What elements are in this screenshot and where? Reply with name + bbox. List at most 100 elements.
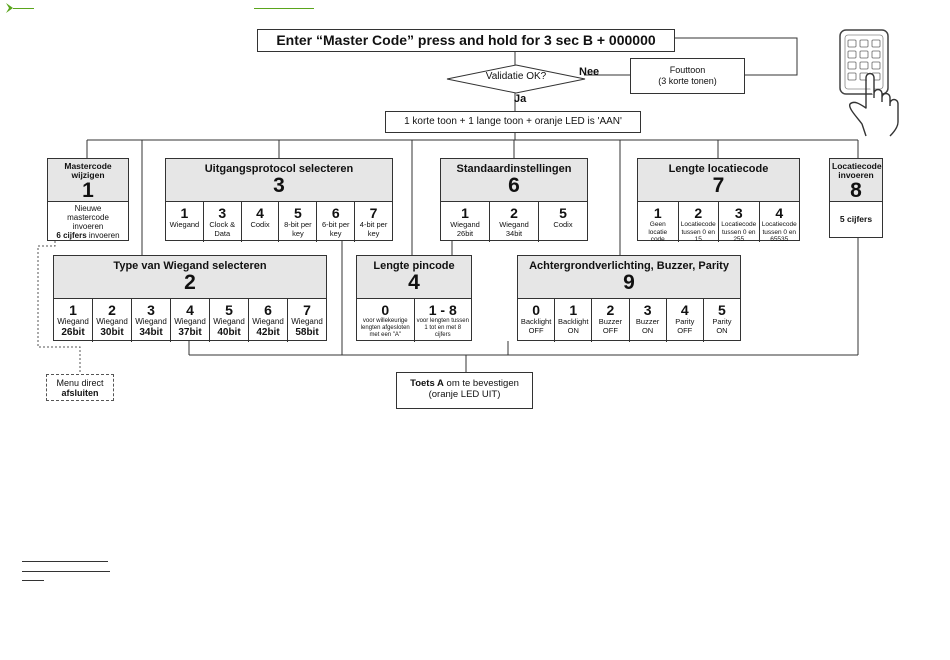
menu-1-body-line2: mastercode	[67, 213, 109, 222]
decision-no-label: Nee	[579, 66, 600, 78]
menu-9-title: Achtergrondverlichting, Buzzer, Parity	[529, 260, 729, 272]
option-number: 2	[108, 302, 116, 318]
menu-2-title: Type van Wiegand selecteren	[113, 260, 267, 272]
option-number: 1	[180, 205, 189, 221]
menu-1-body-rest: invoeren	[86, 231, 120, 240]
option-number: 3	[147, 302, 155, 318]
option-number: 5	[225, 302, 233, 318]
option-bits: 37bit	[178, 326, 202, 338]
option-bits: 34bit	[139, 326, 163, 338]
menu-8-location-code: Locatiecode invoeren 8 5 cijfers	[829, 158, 883, 238]
confirm-led-box: 1 korte toon + 1 lange toon + oranje LED…	[385, 111, 641, 133]
menu-7-number: 7	[712, 174, 725, 197]
menu-9-header: Achtergrondverlichting, Buzzer, Parity 9	[518, 256, 740, 299]
menu-4-header: Lengte pincode 4	[357, 256, 471, 299]
menu-1-body: Nieuwe mastercode invoeren 6 cijfers inv…	[48, 202, 128, 240]
option-label: Clock & Data	[209, 220, 236, 238]
option-bits: 26bit	[61, 326, 85, 338]
option-label: Wiegand 34bit	[499, 220, 529, 238]
option-number: 1	[653, 205, 662, 221]
menu-1-number: 1	[82, 179, 94, 202]
error-tone-box: Fouttoon (3 korte tonen)	[630, 58, 745, 94]
confirm-led-text: 1 korte toon + 1 lange toon + oranje LED…	[404, 116, 622, 127]
menu-4-number: 4	[408, 271, 420, 294]
menu-3-header: Uitgangsprotocol selecteren 3	[166, 159, 392, 202]
option-number: 2	[606, 302, 615, 318]
menu-3-number: 3	[273, 174, 285, 197]
menu-8-title: Locatiecode invoeren	[832, 161, 882, 180]
final-line2: (oranje LED UIT)	[428, 389, 501, 400]
option-label: Wiegand	[96, 317, 128, 326]
footnote-rules	[22, 561, 110, 581]
option-number: 0	[381, 302, 390, 318]
menu-2-number: 2	[184, 271, 196, 294]
final-line1-rest: om te bevestigen	[443, 378, 519, 389]
final-confirm-box: Toets A om te bevestigen (oranje LED UIT…	[396, 372, 533, 409]
option-label: Wiegand	[252, 317, 284, 326]
option-label: Codix	[553, 220, 573, 229]
master-code-box: Enter “Master Code” press and hold for 3…	[257, 29, 675, 52]
option-label: Wiegand	[169, 220, 200, 229]
menu-1-body-line1: Nieuwe	[74, 204, 102, 213]
option-number: 0	[532, 302, 540, 318]
option-number: 2	[694, 205, 703, 221]
menu-1-body-bold: 6 cijfers	[56, 231, 87, 240]
menu-1-body-line4: 6 cijfers invoeren	[48, 231, 128, 240]
top-marker	[6, 3, 314, 13]
error-line1: Fouttoon	[669, 65, 706, 75]
option-label: Backlight ON	[558, 317, 589, 335]
menu-3-title: Uitgangsprotocol selecteren	[204, 163, 354, 175]
option-number: 1	[69, 302, 77, 318]
option-label: Locatiecode tussen 0 en 15	[680, 221, 716, 242]
menu-7-header: Lengte locatiecode 7	[638, 159, 799, 202]
option-number: 5	[718, 302, 726, 318]
option-label: Parity OFF	[675, 317, 695, 335]
option-bits: 42bit	[256, 326, 280, 338]
option-number: 3	[218, 205, 227, 221]
menu-8-body: 5 cijfers	[839, 214, 873, 224]
option-label: Wiegand	[57, 317, 89, 326]
option-label: Locatiecode tussen 0 en 65535	[761, 221, 797, 242]
exit-line1: Menu direct	[56, 378, 104, 388]
final-line1-bold: Toets A	[410, 378, 444, 389]
option-number: 4	[775, 205, 784, 221]
menu-9-backlight-buzzer-parity: Achtergrondverlichting, Buzzer, Parity 9…	[517, 255, 741, 342]
option-label: Backlight OFF	[520, 317, 552, 335]
option-number: 4	[186, 302, 194, 318]
menu-8-header: Locatiecode invoeren 8	[830, 159, 882, 202]
menu-7-title: Lengte locatiecode	[668, 163, 769, 175]
option-number: 1	[461, 205, 469, 221]
option-number: 7	[303, 302, 311, 318]
option-number: 3	[643, 302, 652, 318]
option-bits: 58bit	[295, 326, 319, 338]
decision-yes-label: Ja	[514, 93, 527, 105]
option-label: Wiegand	[174, 317, 206, 326]
option-label: 4-bit per key	[359, 220, 388, 238]
option-label: 6-bit per key	[321, 220, 350, 238]
option-label: Parity ON	[712, 317, 732, 335]
option-label: Buzzer ON	[635, 317, 660, 335]
menu-6-header: Standaardinstellingen 6	[441, 159, 587, 202]
